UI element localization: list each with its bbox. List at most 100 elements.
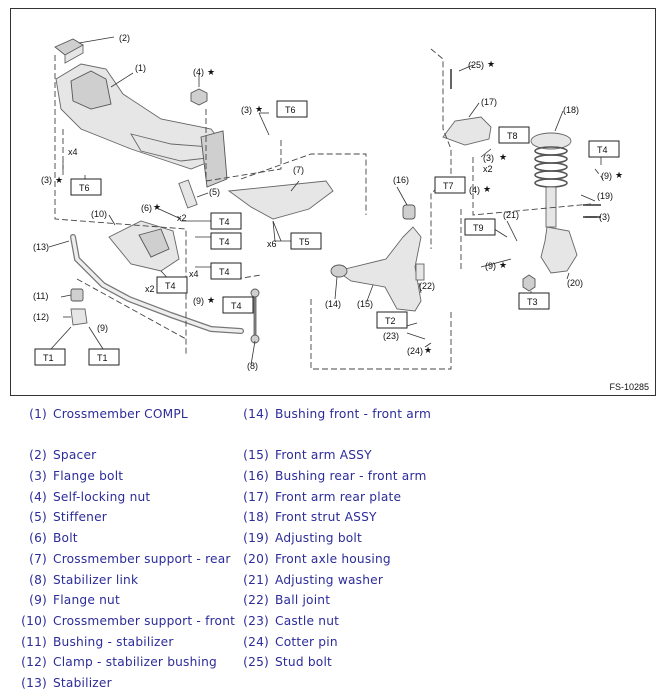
torque-box-t9: T9 [464, 218, 496, 236]
svg-text:T4: T4 [219, 267, 230, 277]
torque-box-t4d: T4 [156, 276, 188, 294]
crossmember-part [55, 63, 228, 188]
legend-item-name: Crossmember COMPL [53, 407, 188, 421]
label-7: (7) [293, 165, 304, 175]
leader-lines [48, 36, 602, 366]
label-10: (10) [91, 209, 107, 219]
star-3b: ★ [55, 175, 63, 185]
legend-item: (7)Crossmember support - rear [14, 549, 235, 570]
part-labels: (2) (1) (4) ★ (3) ★ x4 (3) ★ (5) (6) ★ x… [33, 33, 623, 371]
legend-item: (1) Crossmember COMPL [14, 404, 235, 425]
legend-item-name: Stabilizer [53, 675, 112, 690]
legend-item: (3)Flange bolt [14, 466, 235, 487]
svg-text:T4: T4 [219, 237, 230, 247]
clamp-part [70, 308, 88, 326]
legend-item-number: (25) [243, 655, 269, 670]
legend-item-number: (15) [243, 448, 269, 463]
front-strut-part [530, 132, 572, 228]
legend-item: (23)Castle nut [236, 611, 431, 632]
bushing-front-part [330, 264, 348, 278]
star-9b: ★ [207, 295, 215, 305]
legend-item: (22)Ball joint [236, 590, 431, 611]
star-24: ★ [424, 345, 432, 355]
front-arm-rear-plate-part [442, 116, 492, 146]
label-2: (2) [119, 33, 130, 43]
svg-text:T1: T1 [43, 353, 54, 363]
dashed-assembly-lines [54, 48, 604, 370]
label-24: (24) [407, 346, 423, 356]
star-3c: ★ [499, 152, 507, 162]
front-arm-part [335, 226, 422, 312]
count-x4b: x4 [189, 269, 199, 279]
legend-item-name: Self-locking nut [53, 489, 151, 504]
star-9d: ★ [499, 260, 507, 270]
torque-box-t4a: T4 [210, 212, 242, 230]
legend-item: (9) Flange nut [14, 590, 235, 611]
label-20: (20) [567, 278, 583, 288]
legend-item-number: (11) [21, 634, 47, 649]
legend-item-number: (1) [29, 407, 47, 421]
legend-item-name: Front arm rear plate [275, 489, 402, 504]
legend-item: (16) Bushing rear - front arm [236, 466, 431, 487]
legend-item-number: (19) [243, 531, 269, 546]
star-9c: ★ [615, 170, 623, 180]
legend-item-number: (9) [29, 593, 47, 608]
legend-item-number: (4) [29, 489, 47, 504]
legend-item [14, 425, 235, 446]
legend-item: (14)Bushing front - front arm [236, 404, 431, 425]
label-3c: (3) [483, 153, 494, 163]
label-9b: (9) [193, 296, 204, 306]
star-25: ★ [487, 59, 495, 69]
legend-item-name: Front axle housing [275, 551, 391, 566]
label-25: (25) [468, 60, 484, 70]
nut-t3-part [522, 274, 536, 292]
self-locking-nut-part [190, 88, 208, 106]
legend-item-number: (22) [243, 593, 269, 608]
legend-item-name: Bushing rear - front arm [275, 469, 427, 484]
label-8: (8) [247, 361, 258, 371]
label-5: (5) [209, 187, 220, 197]
legend-item-name: Cotter pin [275, 634, 338, 649]
legend-item-name: Crossmember support - front [53, 613, 236, 628]
torque-boxes: T6 T6 T4 T4 T4 T4 T4 T5 T1 T1 T2 T8 T7 T… [34, 100, 620, 366]
label-14: (14) [325, 299, 341, 309]
legend-item-name: Bolt [53, 531, 78, 546]
torque-box-t8: T8 [498, 126, 530, 144]
svg-text:T6: T6 [79, 183, 90, 193]
legend-item-name: Stiffener [53, 510, 108, 525]
legend-item-name: Bushing - stabilizer [53, 634, 174, 649]
legend-item-name: Stabilizer link [53, 572, 139, 587]
legend-item-number: (17) [243, 489, 269, 504]
stabilizer-part [70, 234, 244, 334]
label-9d: (9) [485, 261, 496, 271]
legend-item-name: Front arm ASSY [275, 448, 372, 463]
legend-item-number: (7) [29, 551, 47, 566]
star-6: ★ [153, 202, 161, 212]
legend-item-number: (23) [243, 613, 269, 628]
legend-item: (5)Stiffener [14, 507, 235, 528]
legend-item-name: Flange nut [53, 593, 120, 608]
legend-item-name: Adjusting washer [275, 572, 384, 587]
legend-item: (25)Stud bolt [236, 652, 431, 673]
svg-text:T4: T4 [219, 217, 230, 227]
legend-item-number: (14) [243, 407, 269, 421]
count-x2b: x2 [145, 284, 155, 294]
legend-item-name: Clamp - stabilizer bushing [53, 655, 217, 670]
legend-item [236, 425, 431, 446]
ball-joint-part [415, 263, 425, 281]
count-x4a: x4 [68, 147, 78, 157]
legend-item-number: (18) [243, 510, 269, 525]
torque-box-t4c: T4 [210, 262, 242, 280]
legend-item-number: (16) [243, 469, 269, 484]
legend-item: (13)Stabilizer [14, 673, 235, 694]
legend-item: (12)Clamp - stabilizer bushing [14, 652, 235, 673]
torque-box-t4b: T4 [210, 232, 242, 250]
legend-item-number: (6) [29, 531, 47, 546]
legend-item-number: (2) [29, 448, 47, 463]
legend-item: (17) Front arm rear plate [236, 487, 431, 508]
svg-text:T5: T5 [299, 237, 310, 247]
label-15: (15) [357, 299, 373, 309]
label-6: (6) [141, 203, 152, 213]
svg-text:T4: T4 [231, 301, 242, 311]
torque-box-t4e: T4 [222, 296, 254, 314]
